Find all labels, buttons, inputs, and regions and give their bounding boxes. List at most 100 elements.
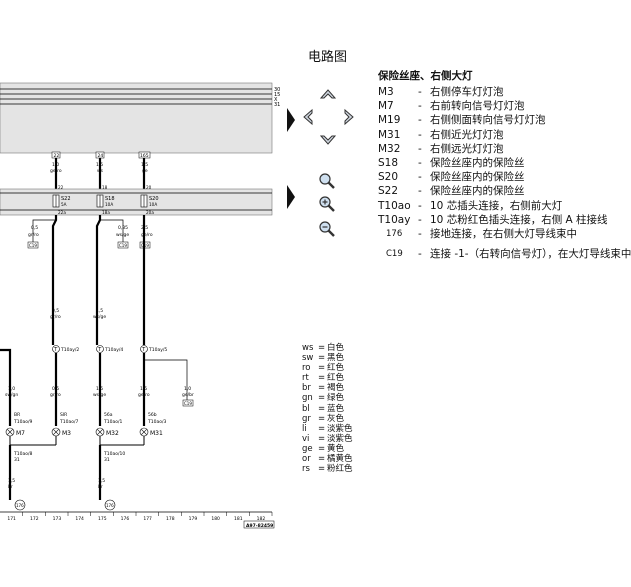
c19-box bbox=[182, 399, 194, 407]
wire-label: 0,5 bbox=[52, 308, 59, 314]
bus-label-30: 30 bbox=[274, 87, 280, 93]
wire-label: br bbox=[8, 484, 13, 490]
svg-text:T10ay/5: T10ay/5 bbox=[148, 347, 167, 353]
zoom-out-icon[interactable] bbox=[318, 220, 336, 238]
ground-conn-label: T10ao/10 bbox=[103, 451, 125, 457]
ruler-number: 175 bbox=[98, 516, 107, 522]
wire-label: gr/ro bbox=[50, 392, 61, 398]
c19-box-label: C19 bbox=[184, 401, 192, 406]
legend-row: M19-右侧侧面转向信号灯灯泡 bbox=[378, 113, 601, 127]
svg-text:10A: 10A bbox=[149, 202, 157, 207]
wire-color-abbrev: ge bbox=[302, 443, 313, 454]
connector-t10ay-4: T T10ay/4 bbox=[96, 345, 123, 353]
wire-label: ws/ge bbox=[93, 314, 106, 320]
wire-color-row: li=淡紫色 bbox=[302, 424, 353, 434]
legend-desc: 接地连接，在右侧大灯导线束中 bbox=[430, 227, 577, 240]
wire-color-eq: = bbox=[318, 443, 326, 454]
wire-color-eq: = bbox=[318, 464, 326, 475]
svg-text:5A: 5A bbox=[61, 202, 67, 207]
nav-right-arrow-icon[interactable] bbox=[287, 108, 295, 132]
wire-color-row: ge =黄色 bbox=[302, 444, 353, 454]
wire-color-name: 黑色 bbox=[327, 353, 345, 364]
wire-color-abbrev: or bbox=[302, 454, 311, 465]
pan-up-icon[interactable] bbox=[319, 86, 337, 104]
wire-color-abbrev: vi bbox=[302, 433, 310, 444]
bus-label-15: 15 bbox=[274, 92, 280, 98]
svg-text:T10ay/2: T10ay/2 bbox=[60, 347, 79, 353]
c19-box bbox=[27, 241, 39, 249]
wire-label: 1,0 bbox=[8, 386, 15, 392]
wire-color-row: ro=红色 bbox=[302, 363, 353, 373]
wire-color-eq: = bbox=[318, 454, 326, 465]
wire-color-eq: = bbox=[318, 383, 326, 394]
legend-code: S22 bbox=[378, 185, 399, 198]
svg-text:18: 18 bbox=[102, 185, 108, 190]
legend-dash: - bbox=[418, 185, 422, 198]
legend-dash: - bbox=[418, 199, 422, 212]
legend-dash: - bbox=[418, 213, 422, 226]
wire-color-abbrev: ws bbox=[302, 343, 314, 353]
legend-desc: 连接 -1-（右转向信号灯），在大灯导线束中 bbox=[430, 248, 631, 261]
ruler-number: 173 bbox=[53, 516, 62, 522]
wire-color-eq: = bbox=[318, 353, 326, 364]
legend-row: T10ao-10 芯插头连接，右侧前大灯 bbox=[378, 199, 601, 213]
wire-color-name: 黄色 bbox=[327, 443, 345, 454]
wire-label: 0,5 bbox=[52, 386, 59, 392]
legend-row: M7-右前转向信号灯灯泡 bbox=[378, 99, 601, 113]
svg-text:BR: BR bbox=[14, 412, 20, 418]
svg-text:M32: M32 bbox=[106, 430, 119, 437]
wire-color-row: bl=蓝色 bbox=[302, 404, 353, 414]
wire-color-abbrev: li bbox=[302, 423, 307, 434]
nav-right-arrow-icon[interactable] bbox=[287, 185, 295, 209]
wire-color-eq: = bbox=[318, 393, 326, 404]
legend-desc: 保险丝座内的保险丝 bbox=[430, 171, 525, 184]
svg-text:T10ao/9: T10ao/9 bbox=[13, 419, 33, 425]
legend-code: M3 bbox=[378, 86, 394, 98]
svg-text:T10ao/3: T10ao/3 bbox=[147, 419, 167, 425]
wire-label: br bbox=[98, 484, 103, 490]
bus-panel bbox=[0, 82, 273, 154]
svg-text:T: T bbox=[53, 347, 58, 353]
fuse-s18: S18 10A 18 18a bbox=[96, 185, 115, 215]
legend-desc: 右侧侧面转向信号灯灯泡 bbox=[430, 114, 546, 127]
wire bbox=[0, 348, 12, 420]
pan-down-icon[interactable] bbox=[319, 130, 337, 148]
svg-text:22: 22 bbox=[58, 185, 64, 190]
pan-left-icon[interactable] bbox=[300, 108, 318, 126]
wire-color-row: sw=黑色 bbox=[302, 353, 353, 363]
legend-row: C19-连接 -1-（右转向信号灯），在大灯导线束中 bbox=[378, 247, 631, 261]
wire-label: ws/ge bbox=[116, 232, 129, 238]
wire-color-row: vi=淡紫色 bbox=[302, 434, 353, 444]
svg-text:S18: S18 bbox=[105, 196, 115, 202]
wire-color-name: 绿色 bbox=[327, 393, 345, 404]
wire-label: sw/gn bbox=[5, 392, 18, 398]
zoom-in-icon[interactable] bbox=[318, 195, 336, 213]
legend-code: C19 bbox=[386, 249, 403, 260]
wire-color-abbrev: rs bbox=[302, 464, 310, 475]
wire-color-row: ws=白色 bbox=[302, 343, 353, 353]
zoom-icon[interactable] bbox=[318, 172, 336, 190]
legend-dash: - bbox=[418, 227, 422, 240]
wire-label: 1,5 bbox=[96, 308, 103, 314]
wire-label: 1,0 bbox=[184, 386, 191, 392]
wire-color-abbrev: br bbox=[302, 383, 311, 394]
ruler-number: 179 bbox=[189, 516, 198, 522]
wire-color-name: 红色 bbox=[327, 363, 345, 374]
wire-color-row: rs=粉红色 bbox=[302, 464, 353, 474]
pan-right-icon[interactable] bbox=[339, 108, 357, 126]
page-title: 电路图 bbox=[308, 50, 348, 65]
circuit-diagram: 30 15 X 31 22 24 165 1,0 ge/ro 1,5 ws 1,… bbox=[0, 82, 280, 529]
ruler-number: 181 bbox=[234, 516, 243, 522]
wire-color-name: 灰色 bbox=[327, 413, 345, 424]
ground-point-label: 176 bbox=[16, 503, 24, 508]
legend-dash: - bbox=[418, 114, 422, 127]
svg-text:56a: 56a bbox=[104, 412, 113, 418]
legend-row: S22-保险丝座内的保险丝 bbox=[378, 184, 601, 198]
legend-code: M32 bbox=[378, 142, 401, 155]
lamp-m7: BR T10ao/9 M7 bbox=[5, 412, 33, 437]
legend-code: T10ao bbox=[378, 199, 411, 212]
svg-text:M3: M3 bbox=[62, 430, 71, 437]
svg-text:56b: 56b bbox=[148, 412, 157, 418]
svg-text:T10ao/1: T10ao/1 bbox=[103, 419, 123, 425]
